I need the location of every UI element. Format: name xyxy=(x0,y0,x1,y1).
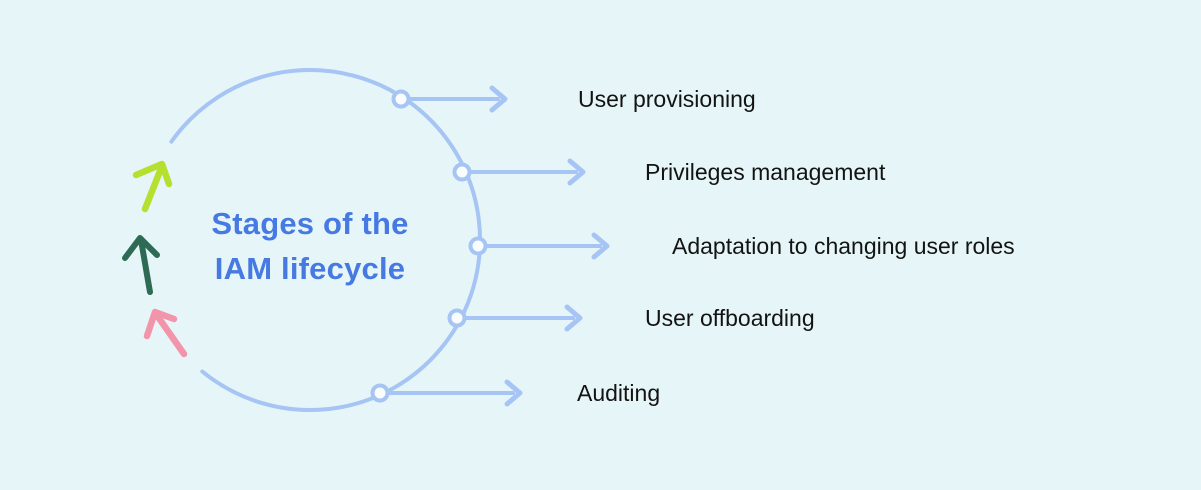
stage-label-privileges-management: Privileges management xyxy=(645,159,886,185)
arrowhead-icon xyxy=(567,158,586,186)
arrowhead-icon xyxy=(564,304,583,332)
stage-node xyxy=(391,89,411,109)
diagram-title-line1: Stages of the xyxy=(211,206,409,241)
stage-node xyxy=(468,236,488,256)
arrowhead-icon xyxy=(489,85,508,113)
diagram-title-line2: IAM lifecycle xyxy=(214,251,406,286)
cycle-arrow-pink-icon xyxy=(143,308,188,358)
stage-label-user-offboarding: User offboarding xyxy=(645,305,815,331)
cycle-arrow-lime-icon xyxy=(132,160,173,213)
stage-label-adaptation-to-changing-user-roles: Adaptation to changing user roles xyxy=(672,233,1015,259)
stage-connector-arrow-5 xyxy=(370,379,523,407)
stage-connector-arrow-1 xyxy=(391,85,508,113)
stage-connector-arrow-2 xyxy=(452,158,586,186)
arrowhead-icon xyxy=(504,379,523,407)
stage-node xyxy=(370,383,390,403)
arrowhead-icon xyxy=(591,232,610,260)
stage-label-auditing: Auditing xyxy=(577,380,661,406)
diagram-title: Stages of the IAM lifecycle xyxy=(170,201,450,291)
stage-node xyxy=(447,308,467,328)
cycle-arrow-green-icon xyxy=(122,235,160,295)
stage-connector-arrow-3 xyxy=(468,232,610,260)
stage-connector-arrow-4 xyxy=(447,304,583,332)
lifecycle-circle xyxy=(169,67,482,412)
stage-node xyxy=(452,162,472,182)
stage-label-user-provisioning: User provisioning xyxy=(578,86,756,112)
